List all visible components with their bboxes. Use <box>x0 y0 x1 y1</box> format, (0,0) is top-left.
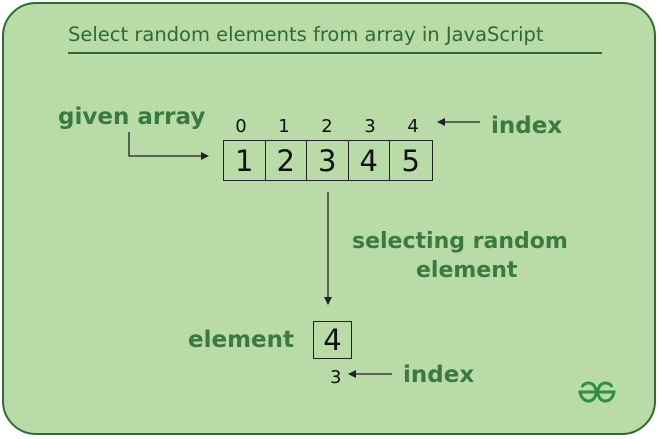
gfg-logo-icon <box>578 381 616 403</box>
array-index: 0 <box>235 116 247 137</box>
selected-element-box: 4 <box>313 321 352 359</box>
array-cell: 5 <box>401 143 420 178</box>
given-array-label: given array <box>58 104 206 130</box>
diagram-card: Select random elements from array in Jav… <box>2 2 656 435</box>
selected-index-value: 3 <box>330 367 342 388</box>
array-index: 3 <box>364 116 376 137</box>
element-label: element <box>188 327 295 353</box>
index-label-top: index <box>491 113 563 139</box>
selecting-label-line2: element <box>416 258 518 283</box>
selecting-label-line1: selecting random <box>352 229 568 254</box>
array-cell: 3 <box>307 141 349 180</box>
index-label-bottom: index <box>403 362 475 388</box>
diagram-title: Select random elements from array in Jav… <box>68 23 544 46</box>
array-index: 2 <box>321 116 333 137</box>
array-cell: 4 <box>349 141 390 180</box>
array-index: 4 <box>407 116 419 137</box>
array-cell: 2 <box>266 141 307 180</box>
array-cell: 1 <box>224 141 266 180</box>
given-array-arrow <box>128 132 209 160</box>
title-underline <box>68 52 602 54</box>
array-index: 1 <box>278 116 290 137</box>
